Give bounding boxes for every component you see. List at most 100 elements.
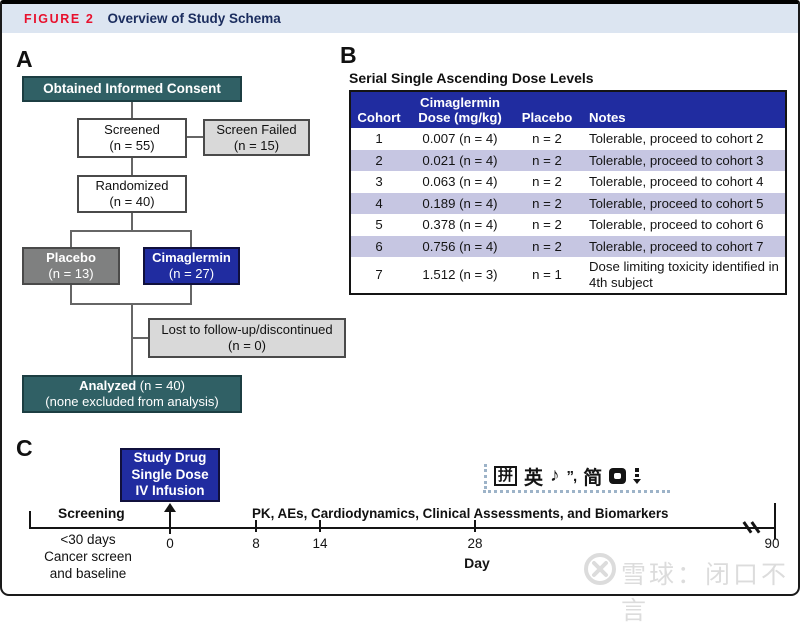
cell-dose: 0.378 (n = 4) — [422, 217, 498, 233]
cell-cohort: 4 — [375, 195, 383, 211]
table-row: 6 0.756 (n = 4) n = 2 Tolerable, proceed… — [351, 235, 785, 257]
lost-line1: Lost to follow-up/discontinued — [161, 322, 333, 337]
cell-placebo: n = 2 — [532, 238, 562, 254]
screening-sub-line1: <30 days — [60, 532, 116, 547]
placebo-line2: (n = 13) — [48, 266, 94, 281]
table-row: 1 0.007 (n = 4) n = 2 Tolerable, proceed… — [351, 128, 785, 150]
ime-drag-handle-icon[interactable] — [484, 463, 487, 489]
cell-cohort: 5 — [375, 217, 383, 233]
table-row: 7 1.512 (n = 3) n = 1 Dose limiting toxi… — [351, 257, 785, 293]
cell-notes: Tolerable, proceed to cohort 7 — [589, 238, 764, 254]
cell-placebo: n = 2 — [532, 195, 562, 211]
tick-label-0: 0 — [166, 536, 174, 551]
dose-table: Cohort Cimaglermin Dose (mg/kg) Placebo … — [349, 90, 787, 295]
connector-line — [190, 285, 192, 303]
connector-line — [70, 230, 192, 232]
screen-failed-line1: Screen Failed — [216, 121, 297, 137]
cell-placebo: n = 2 — [532, 217, 562, 233]
screening-sub-line3: and baseline — [49, 566, 127, 581]
timeline-tick-day28 — [474, 520, 476, 532]
cell-notes: Tolerable, proceed to cohort 3 — [589, 152, 764, 168]
cell-notes: Tolerable, proceed to cohort 5 — [589, 195, 764, 211]
cell-placebo: n = 2 — [532, 152, 562, 168]
table-row: 4 0.189 (n = 4) n = 2 Tolerable, proceed… — [351, 192, 785, 214]
english-mode-icon[interactable]: 英 — [524, 467, 544, 489]
table-row: 2 0.021 (n = 4) n = 2 Tolerable, proceed… — [351, 149, 785, 171]
cell-dose: 0.189 (n = 4) — [422, 195, 498, 211]
cell-cohort: 7 — [375, 267, 383, 282]
cell-notes: Tolerable, proceed to cohort 4 — [589, 174, 764, 190]
randomized-box: Randomized (n = 40) — [77, 175, 187, 213]
table-row: 3 0.063 (n = 4) n = 2 Tolerable, proceed… — [351, 171, 785, 193]
col-header-dose-line1: Cimaglermin — [420, 95, 500, 110]
analyzed-line2: (none excluded from analysis) — [45, 394, 219, 409]
randomized-line1: Randomized — [95, 178, 169, 193]
cell-placebo: n = 1 — [532, 267, 562, 282]
tick-label-14: 14 — [312, 536, 328, 551]
infusion-line1: Study Drug — [133, 450, 207, 466]
cell-cohort: 2 — [375, 152, 383, 168]
cimaglermin-box: Cimaglermin (n = 27) — [143, 247, 240, 285]
cimaglermin-line1: Cimaglermin — [152, 250, 231, 265]
ime-toolbox-icon[interactable] — [609, 468, 627, 484]
screened-box: Screened (n = 55) — [77, 118, 187, 158]
figure-title: Overview of Study Schema — [107, 11, 281, 26]
timeline-left-endcap — [29, 511, 31, 527]
punctuation-mode-icon[interactable]: ”, — [566, 467, 578, 485]
connector-line — [190, 232, 192, 247]
assessments-label: PK, AEs, Cardiodynamics, Clinical Assess… — [252, 506, 669, 521]
axis-title-day: Day — [464, 555, 490, 571]
study-drug-infusion-box: Study Drug Single Dose IV Infusion — [120, 448, 220, 502]
cell-placebo: n = 2 — [532, 131, 562, 147]
analyzed-rest: (n = 40) — [136, 378, 185, 393]
consent-text: Obtained Informed Consent — [43, 81, 221, 96]
table-title: Serial Single Ascending Dose Levels — [349, 70, 594, 86]
voice-input-icon[interactable]: ♪ — [550, 465, 560, 486]
infusion-line2: Single Dose — [131, 466, 209, 482]
cell-notes: Tolerable, proceed to cohort 6 — [589, 217, 764, 233]
screening-label: Screening — [58, 506, 125, 521]
pinyin-mode-icon[interactable]: 拼 — [494, 466, 518, 486]
timeline-tick-day14 — [319, 520, 321, 532]
col-header-cohort: Cohort — [357, 110, 401, 125]
analyzed-bold: Analyzed — [79, 378, 137, 393]
screening-sub-line2: Cancer screen — [44, 549, 132, 564]
randomized-line2: (n = 40) — [109, 194, 155, 209]
cell-cohort: 3 — [375, 174, 383, 190]
cell-dose: 0.756 (n = 4) — [422, 238, 498, 254]
cell-placebo: n = 2 — [532, 174, 562, 190]
col-header-placebo: Placebo — [521, 110, 573, 125]
connector-line — [131, 102, 133, 118]
panel-b-label: B — [340, 42, 357, 68]
analyzed-box: Analyzed (n = 40) (none excluded from an… — [22, 375, 242, 413]
col-header-dose: Cimaglermin Dose (mg/kg) — [407, 95, 513, 125]
connector-line — [131, 213, 133, 232]
tick-label-28: 28 — [467, 536, 483, 551]
placebo-box: Placebo (n = 13) — [22, 247, 120, 285]
ime-toolbar-underline — [483, 490, 670, 493]
connector-line — [187, 136, 203, 138]
cell-cohort: 6 — [375, 238, 383, 254]
table-row: 5 0.378 (n = 4) n = 2 Tolerable, proceed… — [351, 214, 785, 236]
cell-dose: 0.007 (n = 4) — [422, 131, 498, 147]
lost-to-followup-box: Lost to follow-up/discontinued (n = 0) — [148, 318, 346, 358]
connector-line — [70, 303, 192, 305]
screening-sublabel: <30 days Cancer screen and baseline — [27, 531, 149, 582]
connector-line — [131, 305, 133, 375]
figure-header-band: FIGURE 2 Overview of Study Schema — [2, 4, 798, 33]
timeline-tick-day8 — [255, 520, 257, 532]
tick-label-90: 90 — [764, 536, 780, 551]
lost-line2: (n = 0) — [228, 338, 266, 353]
ime-toolbar[interactable]: 拼 英 ♪ ”, 简 — [484, 461, 642, 491]
cell-dose: 0.063 (n = 4) — [422, 174, 498, 190]
cell-notes: Dose limiting toxicity identified in 4th… — [589, 259, 779, 290]
connector-line — [131, 158, 133, 175]
ime-more-menu-icon[interactable] — [633, 468, 642, 484]
placebo-line1: Placebo — [46, 250, 96, 265]
timeline-right-endcap — [774, 503, 776, 539]
infusion-line3: IV Infusion — [135, 483, 205, 499]
tick-label-8: 8 — [252, 536, 260, 551]
xueqiu-logo-icon — [584, 553, 616, 585]
cell-dose: 0.021 (n = 4) — [422, 152, 498, 168]
simplified-chinese-icon[interactable]: 简 — [583, 467, 603, 489]
